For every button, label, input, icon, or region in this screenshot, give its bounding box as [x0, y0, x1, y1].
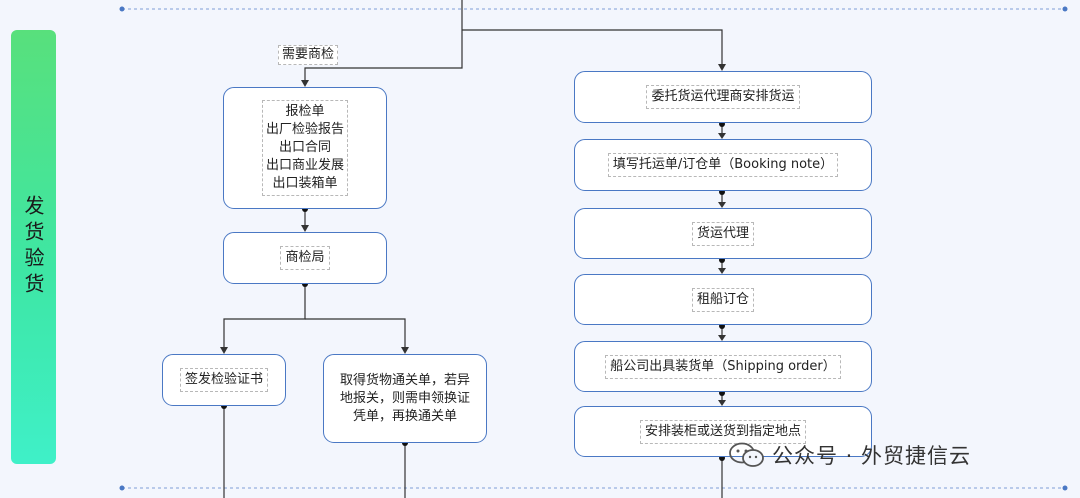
wechat-icon: [729, 442, 764, 467]
left-column-connectors: [223, 209, 406, 498]
swimlane-label: 发货验货: [21, 195, 45, 299]
node-customs-clearance[interactable]: 取得货物通关单，若异 地报关，则需申领换证 凭单，再换通关单: [323, 354, 487, 443]
arrow-to-step-6: [718, 400, 726, 406]
step-label: 委托货运代理商安排货运: [646, 85, 800, 109]
arrow-to-customs-slip: [401, 347, 409, 354]
edge-label-inspection-required: 需要商检: [278, 45, 339, 65]
arrow-to-step-3: [718, 202, 726, 208]
customs-line: 取得货物通关单，若异: [339, 372, 470, 388]
node-step-booking-note[interactable]: 填写托运单/订仓单（Booking note）: [574, 139, 872, 191]
step-label: 填写托运单/订仓单（Booking note）: [607, 153, 839, 177]
arrow-to-documents: [301, 80, 309, 87]
watermark: 公众号 · 外贸捷信云: [728, 440, 971, 470]
documents-list: 报检单 出厂检验报告 出口合同 出口商业发展 出口装箱单: [261, 100, 348, 196]
node-step-container-loading[interactable]: 安排装柜或送货到指定地点: [574, 406, 872, 457]
bottom-divider-dot-right: [1062, 485, 1068, 491]
arrow-to-step-2: [718, 133, 726, 139]
step-label: 货运代理: [691, 221, 754, 246]
swimlane-header: 发货验货: [11, 30, 56, 464]
document-item: 出口商业发展: [265, 158, 344, 173]
node-step-shipping-order[interactable]: 船公司出具装货单（Shipping order）: [574, 341, 872, 392]
bottom-divider-dot-left: [119, 485, 125, 491]
arrow-to-step-1: [718, 64, 726, 71]
document-item: 报检单: [285, 104, 325, 119]
issue-certificate-label: 签发检验证书: [179, 368, 268, 392]
arrow-to-inspection-bureau: [301, 225, 309, 232]
watermark-text: 公众号 · 外贸捷信云: [772, 444, 972, 468]
node-step-freight-agent[interactable]: 货运代理: [574, 208, 872, 259]
step-label: 租船订仓: [691, 287, 754, 312]
customs-clearance-text: 取得货物通关单，若异 地报关，则需申领换证 凭单，再换通关单: [337, 370, 473, 428]
document-item: 出口装箱单: [272, 176, 338, 191]
customs-line: 地报关，则需申领换证: [339, 390, 470, 406]
top-divider-dot-left: [119, 6, 125, 12]
arrow-to-step-4: [718, 268, 726, 274]
customs-line: 凭单，再换通关单: [352, 408, 457, 424]
arrow-to-certificate: [220, 347, 228, 354]
document-item: 出口合同: [278, 140, 331, 155]
step-label: 安排装柜或送货到指定地点: [639, 419, 806, 444]
node-step-charter-booking[interactable]: 租船订仓: [574, 274, 872, 325]
arrow-to-step-5: [718, 335, 726, 341]
step-label: 船公司出具装货单（Shipping order）: [605, 354, 841, 379]
node-inspection-bureau[interactable]: 商检局: [223, 232, 387, 284]
document-item: 出厂检验报告: [265, 122, 344, 137]
inspection-bureau-label: 商检局: [280, 246, 330, 270]
node-issue-certificate[interactable]: 签发检验证书: [162, 354, 286, 406]
node-inspection-documents[interactable]: 报检单 出厂检验报告 出口合同 出口商业发展 出口装箱单: [223, 87, 387, 209]
top-branch-connectors: [304, 0, 723, 84]
top-divider-dot-right: [1062, 6, 1068, 12]
node-step-entrust-forwarder[interactable]: 委托货运代理商安排货运: [574, 71, 872, 123]
